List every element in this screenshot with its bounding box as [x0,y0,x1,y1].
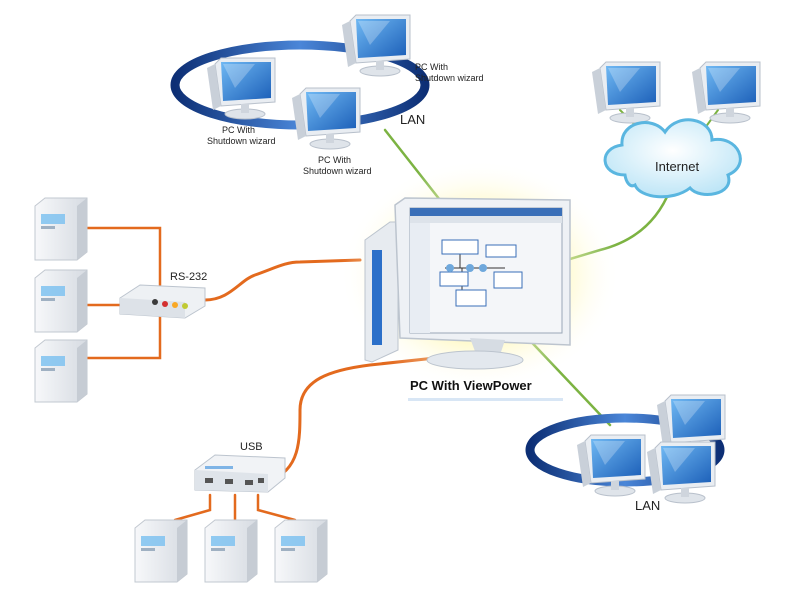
pc-wizard-label-mid-1: PC With [318,155,351,165]
ups-icon [134,519,188,583]
rs232-label: RS-232 [170,271,207,283]
main-pc-label: PC With ViewPower [410,378,532,393]
cable-usb-ups1 [173,493,212,522]
cable-usb-main [268,356,437,482]
ups-icon [34,339,88,403]
ups-icon [34,269,88,333]
rs232-group: RS-232 [34,197,207,403]
monitor-icon [691,61,761,124]
monitor-icon [591,61,661,124]
lan-ring-icon [525,413,725,487]
cable-usb-ups3 [256,493,297,522]
monitor-icon [291,87,361,150]
internet-label: Internet [655,159,699,174]
pc-wizard-label-left-2: Shutdown wizard [207,136,276,146]
lan-bottom-label: LAN [635,498,660,513]
usb-hub-icon [194,454,286,493]
main-pc-group: PC With ViewPower [340,160,620,401]
pc-wizard-label-mid-2: Shutdown wizard [303,166,372,176]
ups-icon [34,197,88,261]
usb-label: USB [240,441,263,453]
ups-icon [204,519,258,583]
cable-ups3 [83,308,162,360]
monitor-icon [576,434,646,497]
lan-top-group: LAN PC With Shutdown wizard PC With Shut… [170,14,484,176]
usb-group: USB [134,441,328,583]
ups-icon [274,519,328,583]
monitor-icon [206,57,276,120]
lan-top-label: LAN [400,112,425,127]
monitor-icon [341,14,411,77]
serial-port-icon [119,284,206,319]
pc-wizard-label-right-2: Shutdown wizard [415,73,484,83]
lan-bottom-group: LAN [525,394,726,513]
monitor-icon [646,441,716,504]
pc-wizard-label-right-1: PC With [415,62,448,72]
cable-rs232 [203,258,362,302]
internet-group: Internet [591,61,761,199]
pc-wizard-label-left-1: PC With [222,125,255,135]
cable-ups1 [83,226,162,292]
cloud-icon [603,118,742,199]
